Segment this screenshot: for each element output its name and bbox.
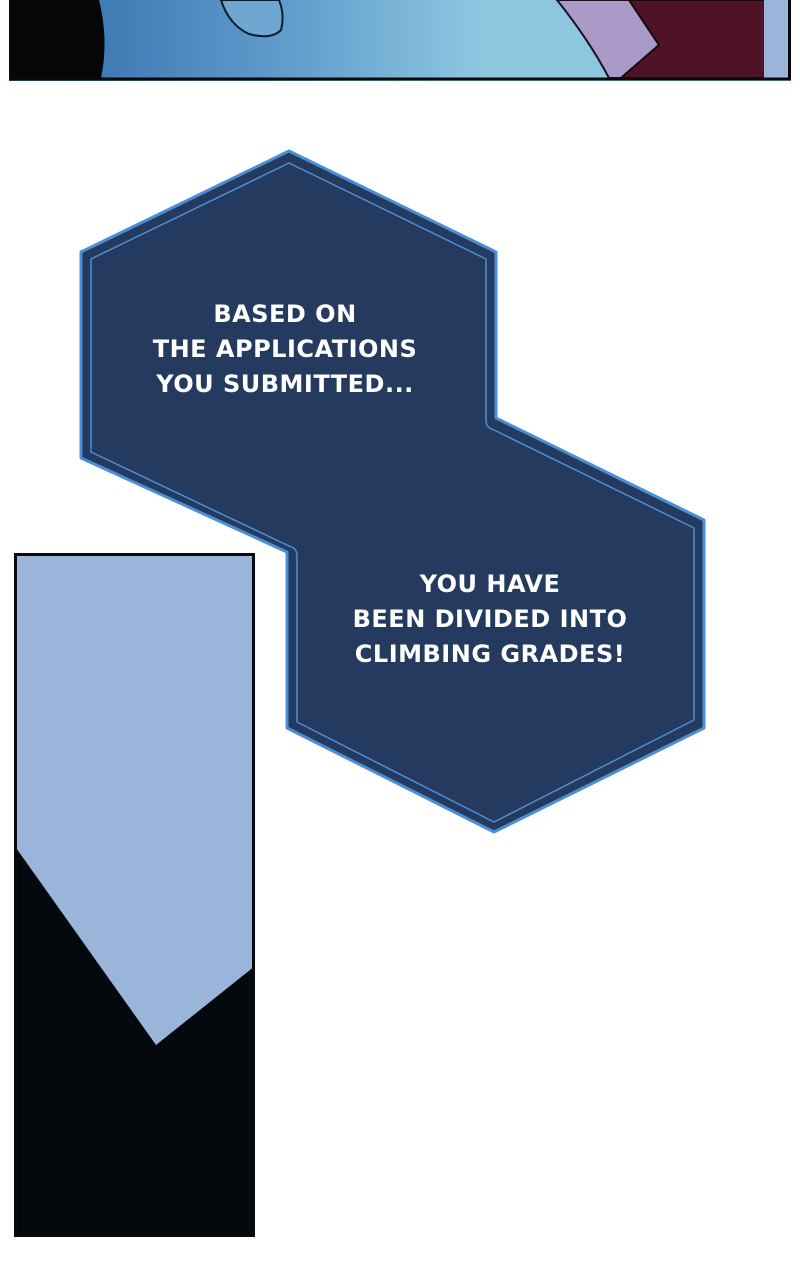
top-panel-right-strip: [764, 0, 791, 78]
side-panel-art: [14, 553, 255, 1237]
side-panel-dark-shape: [14, 845, 255, 1237]
speech-bubble-2-line-3: CLIMBING GRADES!: [354, 640, 626, 668]
side-panel-border: [14, 553, 255, 1237]
speech-bubble-2-text: YOU HAVE BEEN DIVIDED INTO CLIMBING GRAD…: [320, 567, 660, 672]
side-comic-panel: [14, 553, 255, 1237]
speech-bubble-2-line-2: BEEN DIVIDED INTO: [352, 605, 628, 633]
speech-bubble-2-line-1: YOU HAVE: [419, 570, 561, 598]
speech-bubble-1-line-3: YOU SUBMITTED...: [156, 370, 414, 398]
speech-bubble-1-line-1: BASED ON: [213, 300, 357, 328]
top-panel-hand: [219, 0, 284, 38]
hexagon-bubble-inner-line: [90, 162, 695, 823]
hexagon-bubble-shape: [79, 149, 706, 834]
top-panel-art: [9, 0, 791, 81]
top-panel-dark-edge: [9, 0, 105, 78]
speech-bubble-1-text: BASED ON THE APPLICATIONS YOU SUBMITTED.…: [110, 297, 460, 402]
top-comic-panel: [9, 0, 791, 81]
top-panel-border: [9, 0, 791, 81]
speech-bubble-1-line-2: THE APPLICATIONS: [152, 335, 418, 363]
